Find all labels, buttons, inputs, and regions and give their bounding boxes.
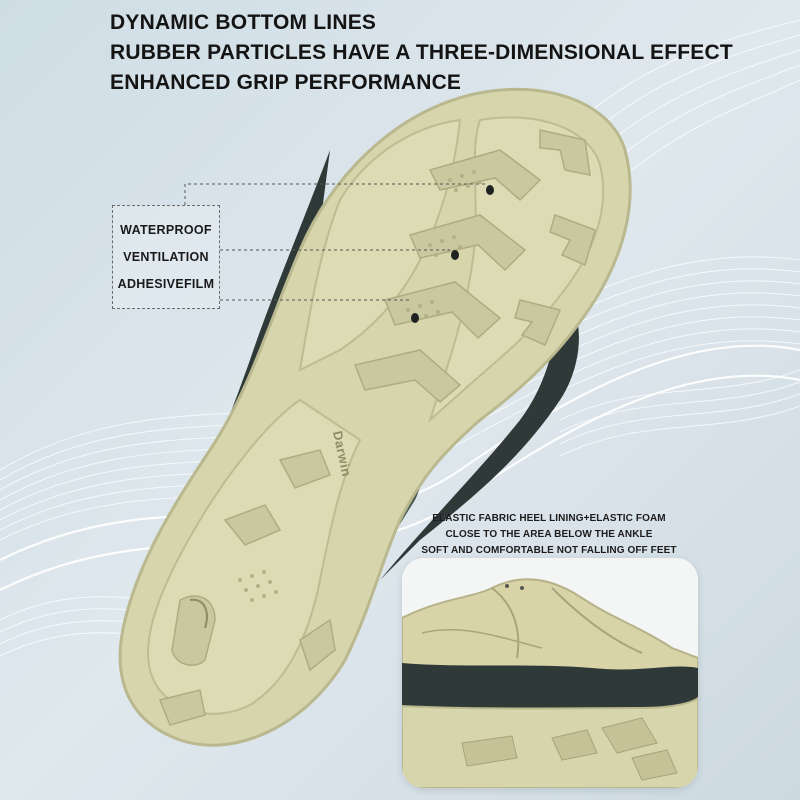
callout-ventilation: VENTILATION [123, 249, 209, 264]
heel-closeup-card [402, 558, 698, 788]
heel-detail-caption: ELASTIC FABRIC HEEL LINING+ELASTIC FOAM … [404, 511, 694, 559]
heel-caption-line-2: CLOSE TO THE AREA BELOW THE ANKLE [445, 529, 653, 540]
vent-hole [451, 250, 459, 260]
headline-line-2: RUBBER PARTICLES HAVE A THREE-DIMENSIONA… [110, 41, 733, 64]
heel-caption-line-1: ELASTIC FABRIC HEEL LINING+ELASTIC FOAM [432, 513, 666, 524]
feature-headline: DYNAMIC BOTTOM LINES RUBBER PARTICLES HA… [110, 8, 733, 98]
callout-adhesive-film: ADHESIVEFILM [117, 277, 215, 292]
vent-hole [411, 313, 419, 323]
vent-hole [486, 185, 494, 195]
headline-line-3: ENHANCED GRIP PERFORMANCE [110, 71, 462, 94]
headline-line-1: DYNAMIC BOTTOM LINES [110, 11, 377, 34]
feature-callout-box: WATERPROOF VENTILATION ADHESIVEFILM [112, 205, 220, 309]
heel-closeup-illustration [402, 558, 698, 788]
callout-waterproof: WATERPROOF [120, 222, 212, 237]
heel-caption-line-3: SOFT AND COMFORTABLE NOT FALLING OFF FEE… [421, 545, 677, 556]
